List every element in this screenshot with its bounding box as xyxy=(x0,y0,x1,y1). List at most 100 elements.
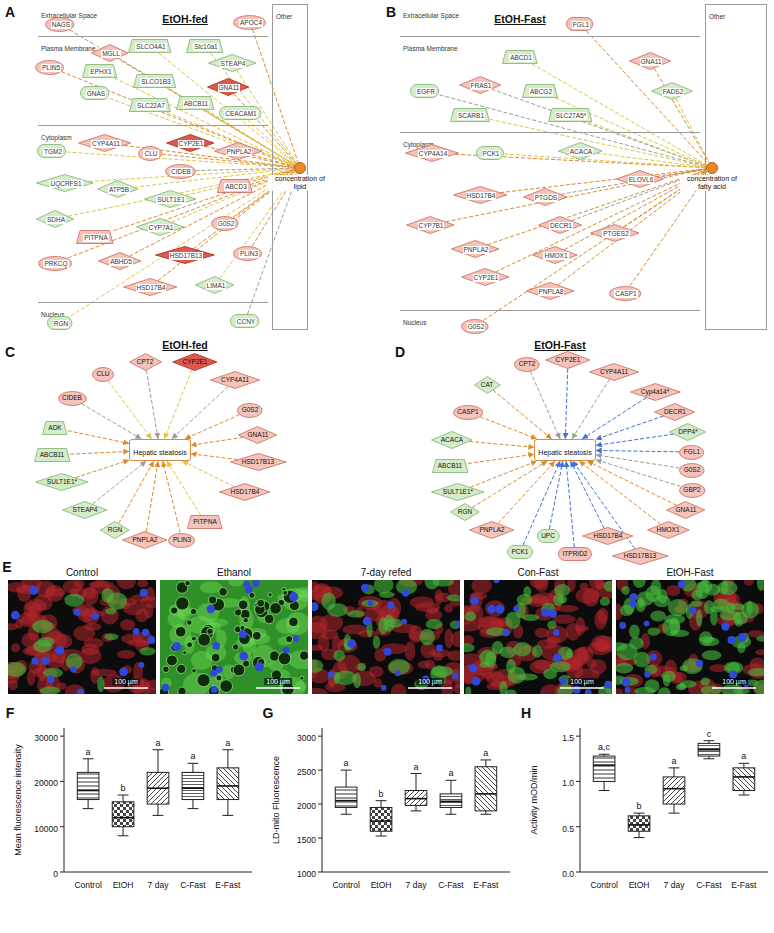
gene-outline xyxy=(46,17,74,31)
relationship-line xyxy=(118,58,295,165)
gene-outline xyxy=(130,99,171,112)
nucleus-stain xyxy=(367,600,373,606)
nucleus-stain xyxy=(585,689,592,694)
relationship-line xyxy=(164,370,192,439)
gene-label: PRKCQ xyxy=(43,260,68,268)
gene-outline xyxy=(38,256,71,270)
scale-label: 100 µm xyxy=(264,678,292,685)
gene-outline xyxy=(144,191,196,208)
tick-mark xyxy=(318,872,322,873)
tick-label: 0.5 xyxy=(562,824,574,834)
gene-outline xyxy=(218,180,253,193)
mito-stain xyxy=(594,636,612,652)
nucleus-stain xyxy=(11,611,20,620)
gene-label: FADS2 xyxy=(662,88,685,96)
gene-node: Cyp4a14* xyxy=(630,383,681,401)
nucleus-stain xyxy=(495,605,504,614)
gene-outline xyxy=(406,145,459,162)
tick-mark xyxy=(60,781,64,782)
scale-bar xyxy=(712,687,756,689)
relationship-line xyxy=(172,386,228,439)
box xyxy=(335,787,357,807)
lipid-droplet xyxy=(283,590,288,595)
lipid-stain xyxy=(550,661,571,672)
gene-node: CYP2E1 xyxy=(172,353,217,371)
gene-node: DECR1 xyxy=(654,403,695,421)
nucleus-stain xyxy=(147,636,155,644)
relationship-line xyxy=(182,461,234,487)
x-axis xyxy=(322,872,510,873)
lipid-stain xyxy=(8,662,26,677)
gene-outline xyxy=(187,40,224,53)
nucleus-stain xyxy=(239,630,247,638)
gene-outline xyxy=(92,367,113,381)
relationship-line xyxy=(68,170,295,258)
significance-letter: a xyxy=(155,738,160,748)
gene-outline xyxy=(36,211,73,228)
gene-label: ABCD1 xyxy=(509,54,533,62)
lipid-stain xyxy=(658,687,671,694)
gene-node: FADS2 xyxy=(651,82,693,100)
gene-outline xyxy=(451,504,480,521)
gene-node: CYP4A14 xyxy=(405,144,459,162)
lipid-stain xyxy=(690,601,702,608)
gene-label: HSD17B4 xyxy=(466,192,497,200)
tick-label: 1.0 xyxy=(562,778,574,788)
lipid-stain xyxy=(629,625,640,639)
gene-node: GNAS xyxy=(80,86,109,100)
gene-outline xyxy=(591,225,639,242)
nucleus-stain xyxy=(239,652,248,661)
relationship-line xyxy=(70,451,129,454)
nucleus-stain xyxy=(513,606,519,612)
nucleus-stain xyxy=(696,660,703,667)
whisker-cap xyxy=(738,795,749,796)
nucleus-stain xyxy=(31,657,38,664)
label-holder: EtOH-Fast xyxy=(492,9,547,27)
mito-stain xyxy=(8,679,18,690)
gene-label: CCNY xyxy=(236,318,256,326)
gene-outline xyxy=(207,79,248,96)
panel-letter: A xyxy=(5,4,15,20)
gene-label: ADK xyxy=(48,424,61,432)
gene-outline xyxy=(462,319,489,333)
nucleus-stain xyxy=(452,672,459,679)
label-holder: 100 µm xyxy=(720,670,748,688)
mito-stain xyxy=(580,583,589,590)
gene-outline xyxy=(83,65,117,78)
lipid-stain xyxy=(710,609,718,626)
label-holder: a xyxy=(225,732,230,750)
tick-label: 10000 xyxy=(34,824,58,834)
nucleus-stain xyxy=(243,581,250,588)
box-plot xyxy=(576,728,768,872)
gene-outline xyxy=(98,181,138,198)
label-holder: Con-Fast xyxy=(517,562,558,580)
gene-label: APOC4 xyxy=(239,19,263,27)
gene-label: SCARB1 xyxy=(457,112,485,120)
gene-node: PNPLA8 xyxy=(526,282,574,300)
gene-label: HSD17B4 xyxy=(136,284,167,292)
compartment-label: Nucleus xyxy=(402,319,427,327)
mito-stain xyxy=(11,643,20,652)
relationship-line xyxy=(76,460,130,478)
mito-stain xyxy=(312,615,328,633)
gene-label: CIDEB xyxy=(62,394,82,402)
lipid-droplet xyxy=(220,680,233,693)
lipid-stain xyxy=(730,603,744,610)
label-holder: a xyxy=(190,745,195,763)
gene-outline xyxy=(453,187,506,204)
nucleus-stain xyxy=(469,664,478,673)
gene-node: ADK xyxy=(42,421,67,435)
nucleus-stain xyxy=(625,687,631,693)
lipid-stain xyxy=(717,581,737,595)
lipid-stain xyxy=(191,651,213,670)
significance-letter: a xyxy=(483,748,488,758)
gene-outline xyxy=(234,246,262,260)
lipid-droplet xyxy=(243,618,248,623)
gene-label: GNA11 xyxy=(640,58,663,66)
gene-label: LIMA1 xyxy=(206,282,227,290)
gene-label: SLCO4A1 xyxy=(135,43,166,51)
relationship-line xyxy=(252,155,294,167)
whisker-cap xyxy=(446,814,457,815)
nucleus-stain xyxy=(629,593,637,601)
whisker-cap xyxy=(738,763,749,764)
